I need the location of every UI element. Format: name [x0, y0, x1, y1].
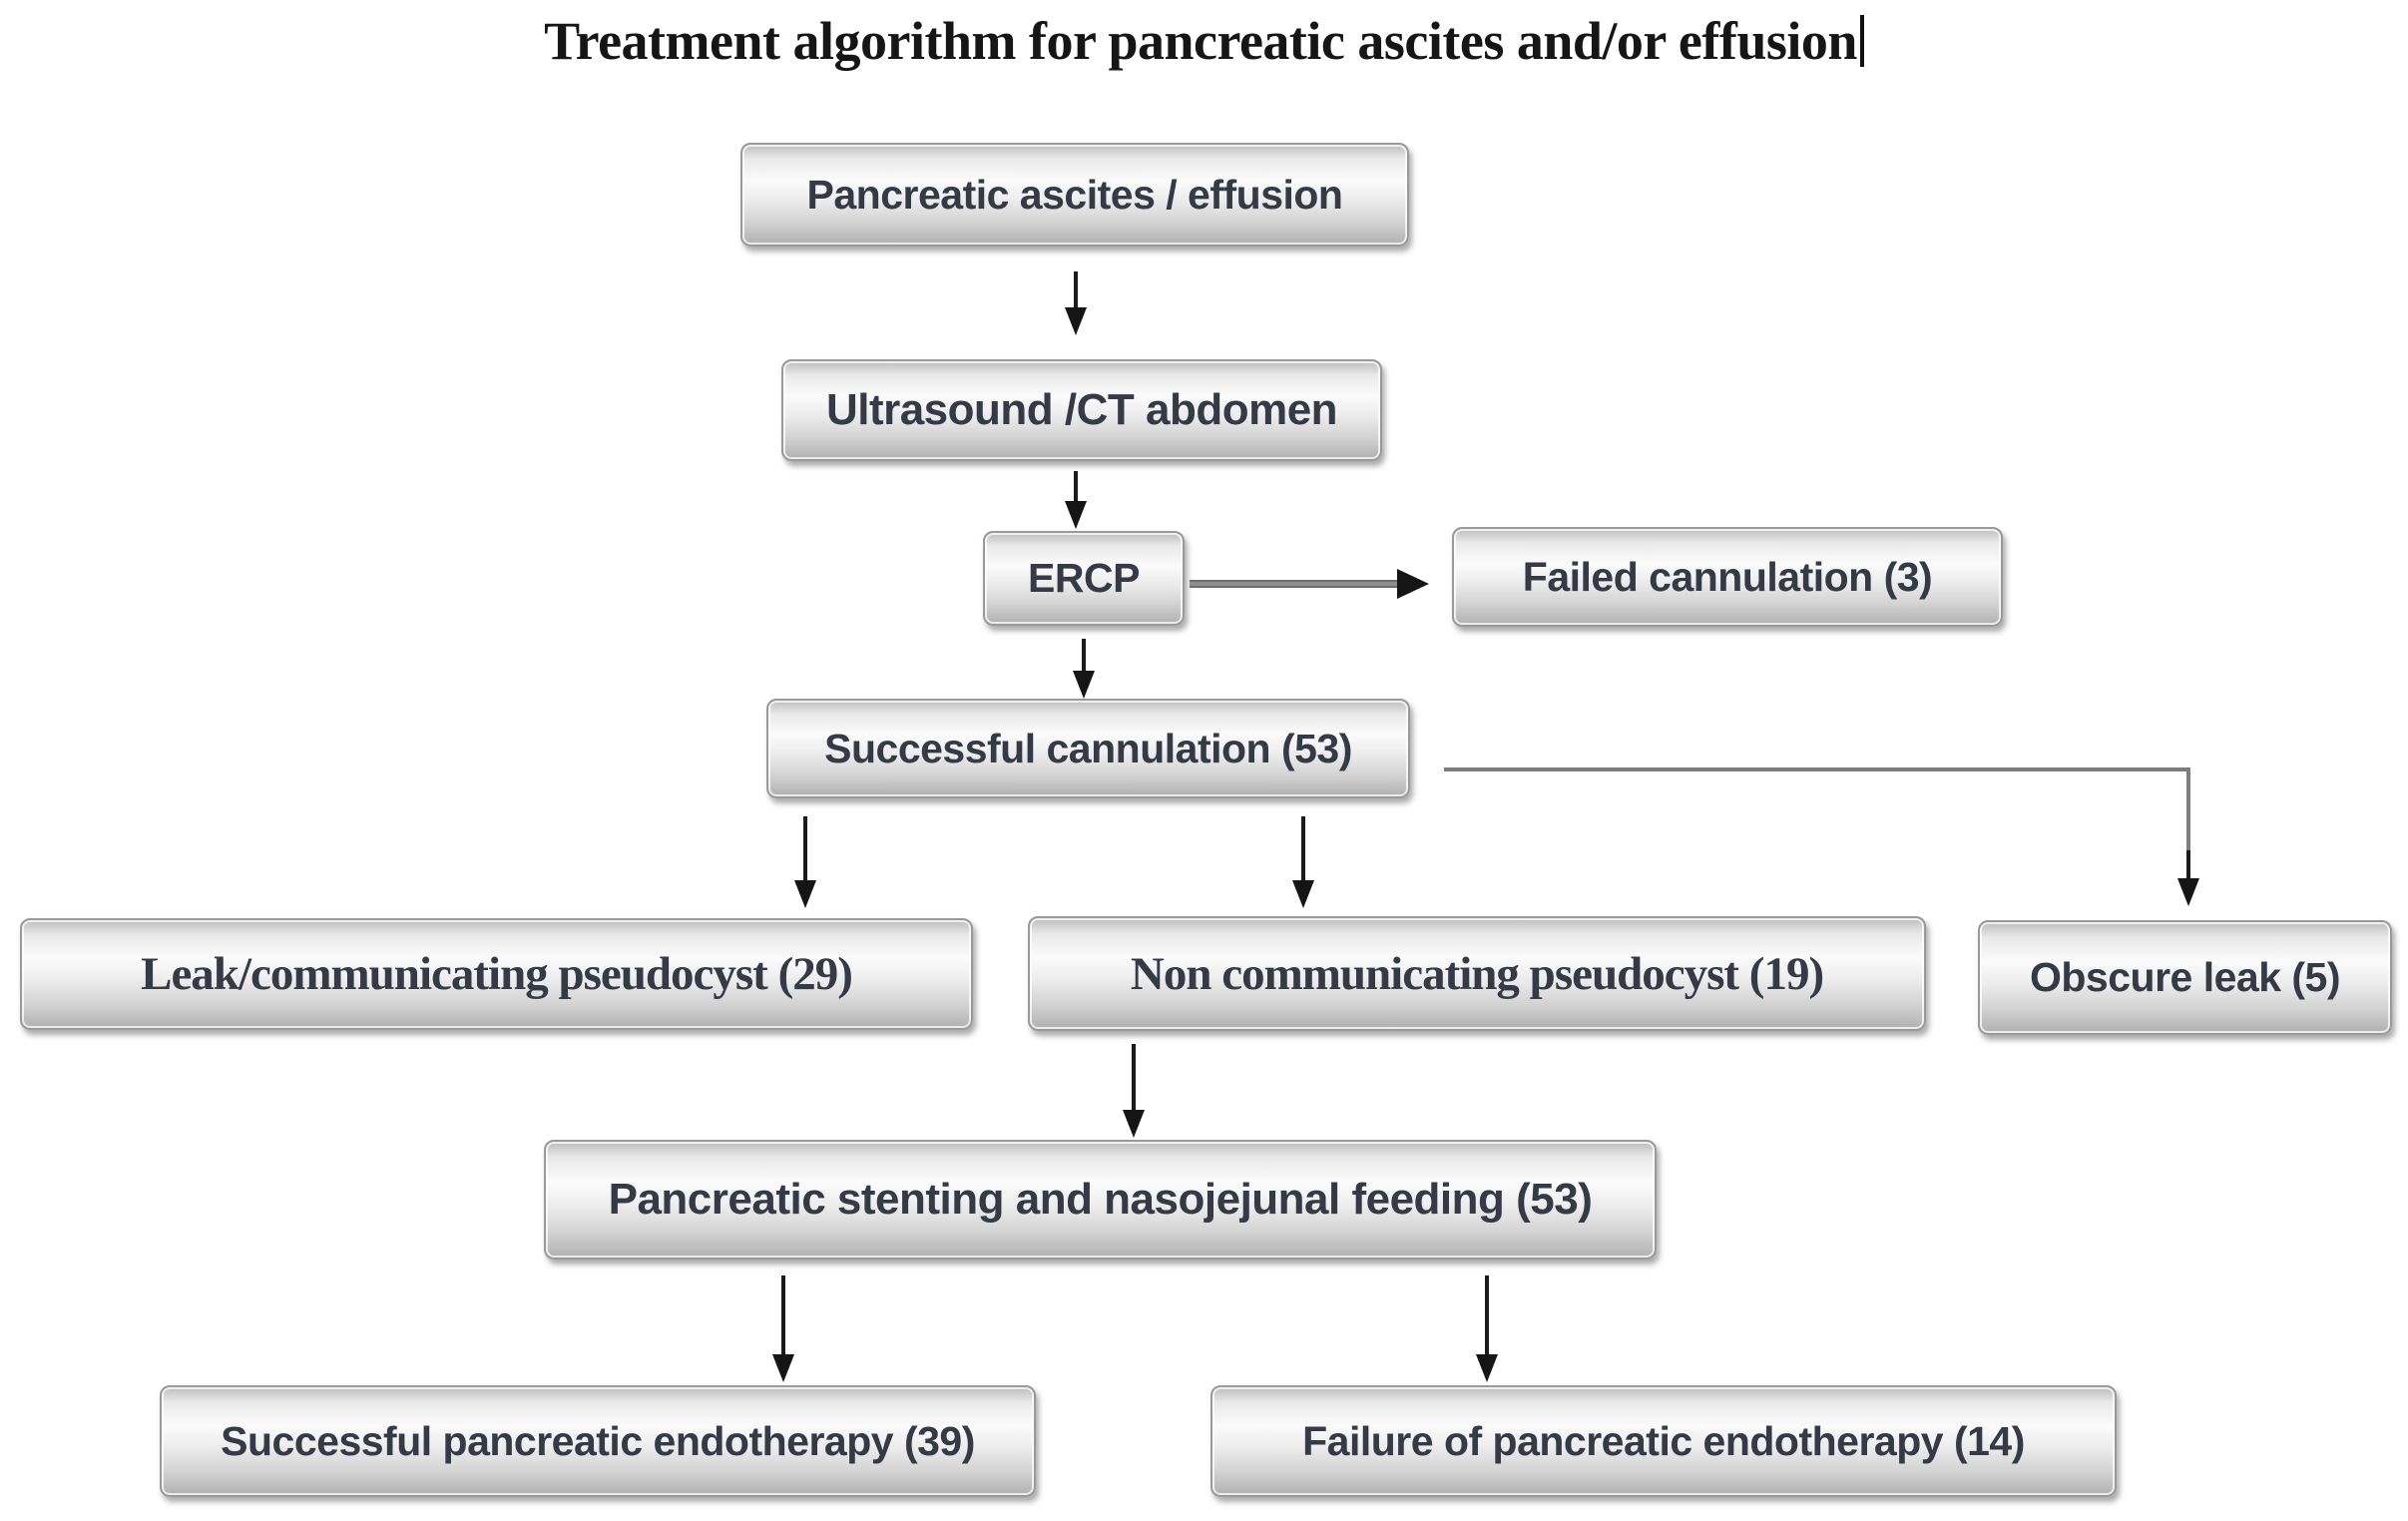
- node-label: ERCP: [1028, 555, 1140, 601]
- node-label: Successful cannulation (53): [824, 725, 1352, 771]
- arrow-down-ultrasound-to-ercp: [1064, 471, 1088, 529]
- node-label: Pancreatic ascites / effusion: [806, 171, 1343, 218]
- connector-successful-to-obscure-vertical: [2186, 767, 2190, 877]
- arrow-down-successful-to-noncommunicating: [1291, 816, 1315, 908]
- node-ultrasound-ct-abdomen[interactable]: Ultrasound /CT abdomen: [781, 359, 1382, 461]
- text-cursor: [1859, 15, 1864, 67]
- node-leak-communicating-pseudocyst[interactable]: Leak/communicating pseudocyst (29): [20, 918, 973, 1030]
- node-label: Leak/communicating pseudocyst (29): [141, 948, 853, 1000]
- node-label: Non communicating pseudocyst (19): [1130, 947, 1824, 1000]
- node-non-communicating-pseudocyst[interactable]: Non communicating pseudocyst (19): [1028, 916, 1926, 1031]
- arrow-right-ercp-to-failed-head: [1397, 569, 1429, 599]
- arrow-down-noncommunicating-to-stenting: [1122, 1044, 1146, 1138]
- node-pancreatic-stenting-nasojejunal-feeding[interactable]: Pancreatic stenting and nasojejunal feed…: [544, 1140, 1657, 1260]
- node-label: Successful pancreatic endotherapy (39): [221, 1417, 975, 1464]
- connector-successful-to-obscure-horizontal: [1444, 767, 2190, 771]
- node-label: Pancreatic stenting and nasojejunal feed…: [608, 1175, 1593, 1224]
- node-successful-cannulation[interactable]: Successful cannulation (53): [766, 699, 1410, 798]
- node-failure-pancreatic-endotherapy[interactable]: Failure of pancreatic endotherapy (14): [1210, 1385, 2117, 1497]
- node-pancreatic-ascites-effusion[interactable]: Pancreatic ascites / effusion: [740, 143, 1409, 247]
- node-successful-pancreatic-endotherapy[interactable]: Successful pancreatic endotherapy (39): [160, 1385, 1036, 1497]
- arrow-down-ercp-to-successful: [1072, 639, 1096, 699]
- arrow-down-stenting-to-successful-endotherapy: [771, 1275, 795, 1382]
- node-label: Failure of pancreatic endotherapy (14): [1302, 1417, 2025, 1464]
- page-title-text: Treatment algorithm for pancreatic ascit…: [544, 11, 1857, 71]
- arrow-down-into-obscure-leak: [2176, 850, 2200, 906]
- node-obscure-leak[interactable]: Obscure leak (5): [1978, 920, 2392, 1035]
- arrow-down-ascites-to-ultrasound: [1064, 271, 1088, 335]
- page-title[interactable]: Treatment algorithm for pancreatic ascit…: [0, 10, 2408, 72]
- arrow-right-ercp-to-failed-stem: [1190, 580, 1399, 588]
- node-ercp[interactable]: ERCP: [983, 531, 1185, 626]
- node-failed-cannulation[interactable]: Failed cannulation (3): [1452, 527, 2003, 627]
- arrow-down-stenting-to-failure-endotherapy: [1475, 1275, 1499, 1382]
- arrow-down-successful-to-leak: [793, 816, 817, 908]
- node-label: Ultrasound /CT abdomen: [825, 385, 1338, 434]
- node-label: Obscure leak (5): [2029, 954, 2341, 1000]
- node-label: Failed cannulation (3): [1522, 553, 1933, 600]
